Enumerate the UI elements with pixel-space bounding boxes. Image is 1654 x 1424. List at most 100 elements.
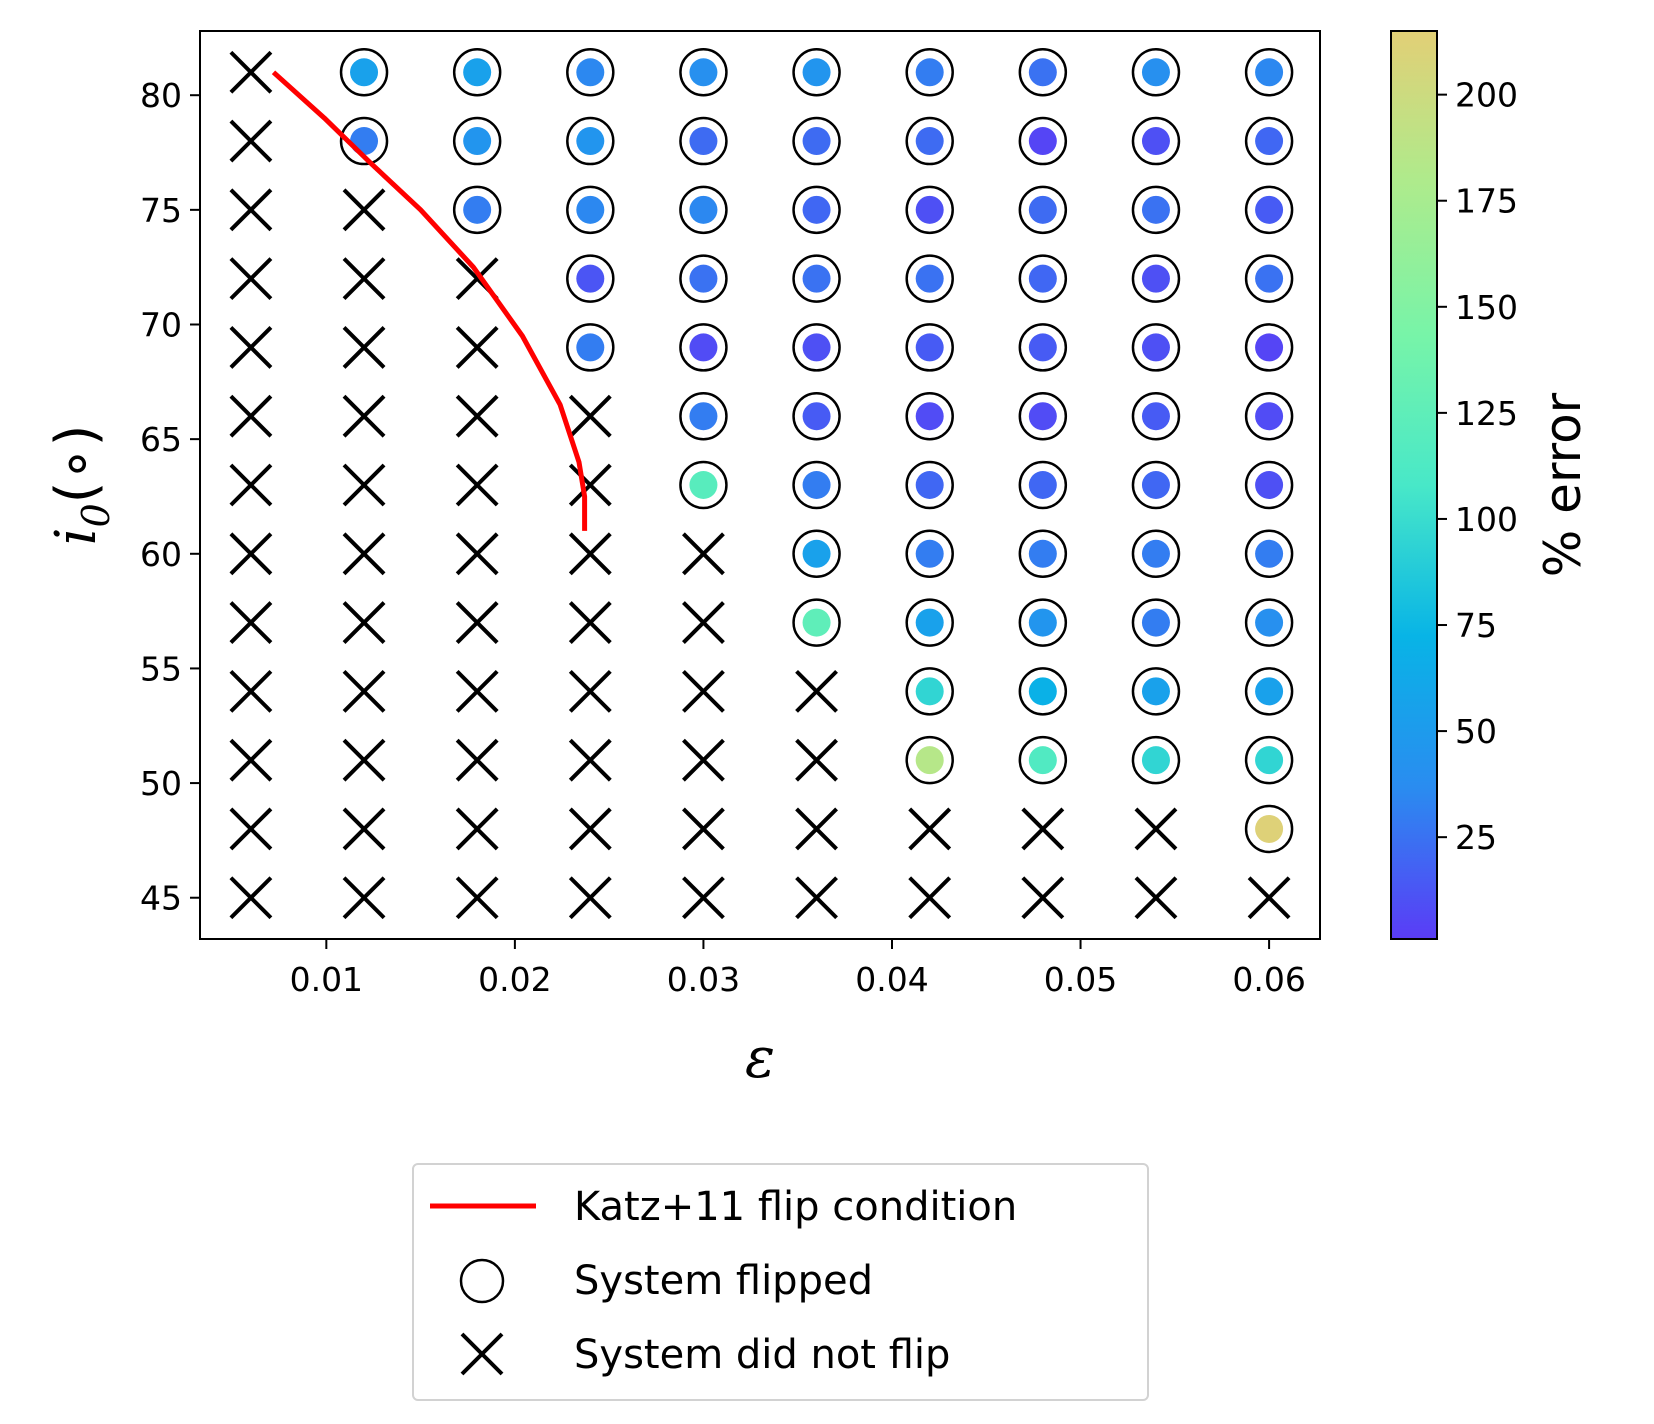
x-stroke [455,532,499,576]
flipped-error-dot [915,264,944,293]
x-stroke [229,463,273,507]
flipped-error-dot [915,608,944,637]
flipped-point [905,529,954,579]
not-flipped-marker [908,876,952,920]
x-stroke [455,463,499,507]
x-stroke [1021,807,1065,851]
flipped-point [1018,48,1068,97]
flipped-error-dot [1255,402,1284,431]
not-flipped-marker [568,876,612,920]
flipped-point [905,254,954,303]
y-axis-title-subscript: 0 [74,503,118,527]
y-tick-label: 45 [140,879,182,918]
not-flipped-marker [1021,807,1065,851]
x-stroke [1021,876,1065,920]
y-tick-label: 70 [140,305,182,344]
legend-label-flipped: System flipped [574,1258,873,1304]
not-flipped-marker [229,119,273,163]
x-stroke [455,807,499,851]
legend-circle-icon [459,1258,505,1304]
x-stroke [229,119,273,163]
flipped-error-dot [689,264,718,293]
flipped-error-dot [350,127,379,156]
flipped-point [1131,254,1181,303]
flipped-error-dot [689,471,718,499]
not-flipped-marker [229,394,273,438]
flipped-point [792,116,841,166]
flipped-point [792,598,841,647]
flipped-error-dot [1255,814,1284,843]
not-flipped-marker [229,876,273,920]
flipped-point [1018,735,1068,785]
flipped-point [905,185,954,235]
x-stroke [342,532,386,576]
x-stroke [342,738,386,782]
not-flipped-marker [455,326,499,369]
flipped-error-dot [915,333,944,362]
x-stroke [455,257,499,301]
x-stroke [908,807,952,851]
flipped-error-dot [350,58,379,87]
flipped-error-dot [1255,195,1284,224]
flipped-error-dot [1255,608,1284,637]
flipped-point [792,323,841,372]
x-stroke [229,601,273,644]
flipped-error-dot [576,127,605,156]
not-flipped-marker [682,807,725,851]
flipped-point [792,254,841,303]
colorbar-tick-label: 125 [1455,394,1518,433]
colorbar-title: % error [1534,392,1592,577]
not-flipped-marker [795,876,838,920]
flipped-error-dot [1141,127,1170,156]
x-stroke [682,807,725,851]
not-flipped-marker [908,807,952,851]
x-stroke [795,738,838,782]
flipped-error-dot [1141,677,1170,706]
not-flipped-marker [342,463,386,507]
not-flipped-marker [455,532,499,576]
legend: Katz+11 flip condition System flipped Sy… [412,1163,1149,1401]
flipped-error-dot [915,539,944,568]
not-flipped-marker [795,738,838,782]
flipped-point [792,48,841,97]
flipped-point [905,598,954,647]
flipped-error-dot [1028,471,1057,499]
colorbar-tick-label: 150 [1455,288,1518,327]
flipped-point [1018,254,1068,303]
x-stroke [229,257,273,301]
flipped-error-dot [1141,539,1170,568]
x-stroke [342,876,386,920]
x-stroke [342,394,386,438]
x-axis-title: ε [745,1026,775,1091]
flipped-point [905,48,954,97]
x-stroke [342,669,386,713]
x-stroke [795,669,838,713]
x-stroke [568,876,612,920]
flipped-point [905,667,954,716]
x-tick-label: 0.03 [667,960,740,999]
flipped-point [452,48,502,97]
x-stroke [795,807,838,851]
flipped-point [452,116,502,166]
flipped-error-dot [1255,127,1284,156]
colorbar-tick-label: 75 [1455,606,1497,645]
flipped-point [1018,460,1068,510]
y-tick-label: 80 [140,76,182,115]
not-flipped-marker [229,463,273,507]
x-stroke [342,463,386,507]
flipped-point [679,254,728,303]
flipped-point [1018,116,1068,166]
not-flipped-marker [1021,876,1065,920]
y-tick-label: 50 [140,764,182,803]
flipped-error-dot [689,402,718,431]
not-flipped-marker [682,601,725,644]
x-tick-label: 0.05 [1044,960,1117,999]
flipped-point [792,460,841,510]
flipped-point [1131,323,1181,372]
flipped-point [905,116,954,166]
x-stroke [568,463,612,507]
flipped-error-dot [802,58,831,87]
x-stroke [342,326,386,369]
